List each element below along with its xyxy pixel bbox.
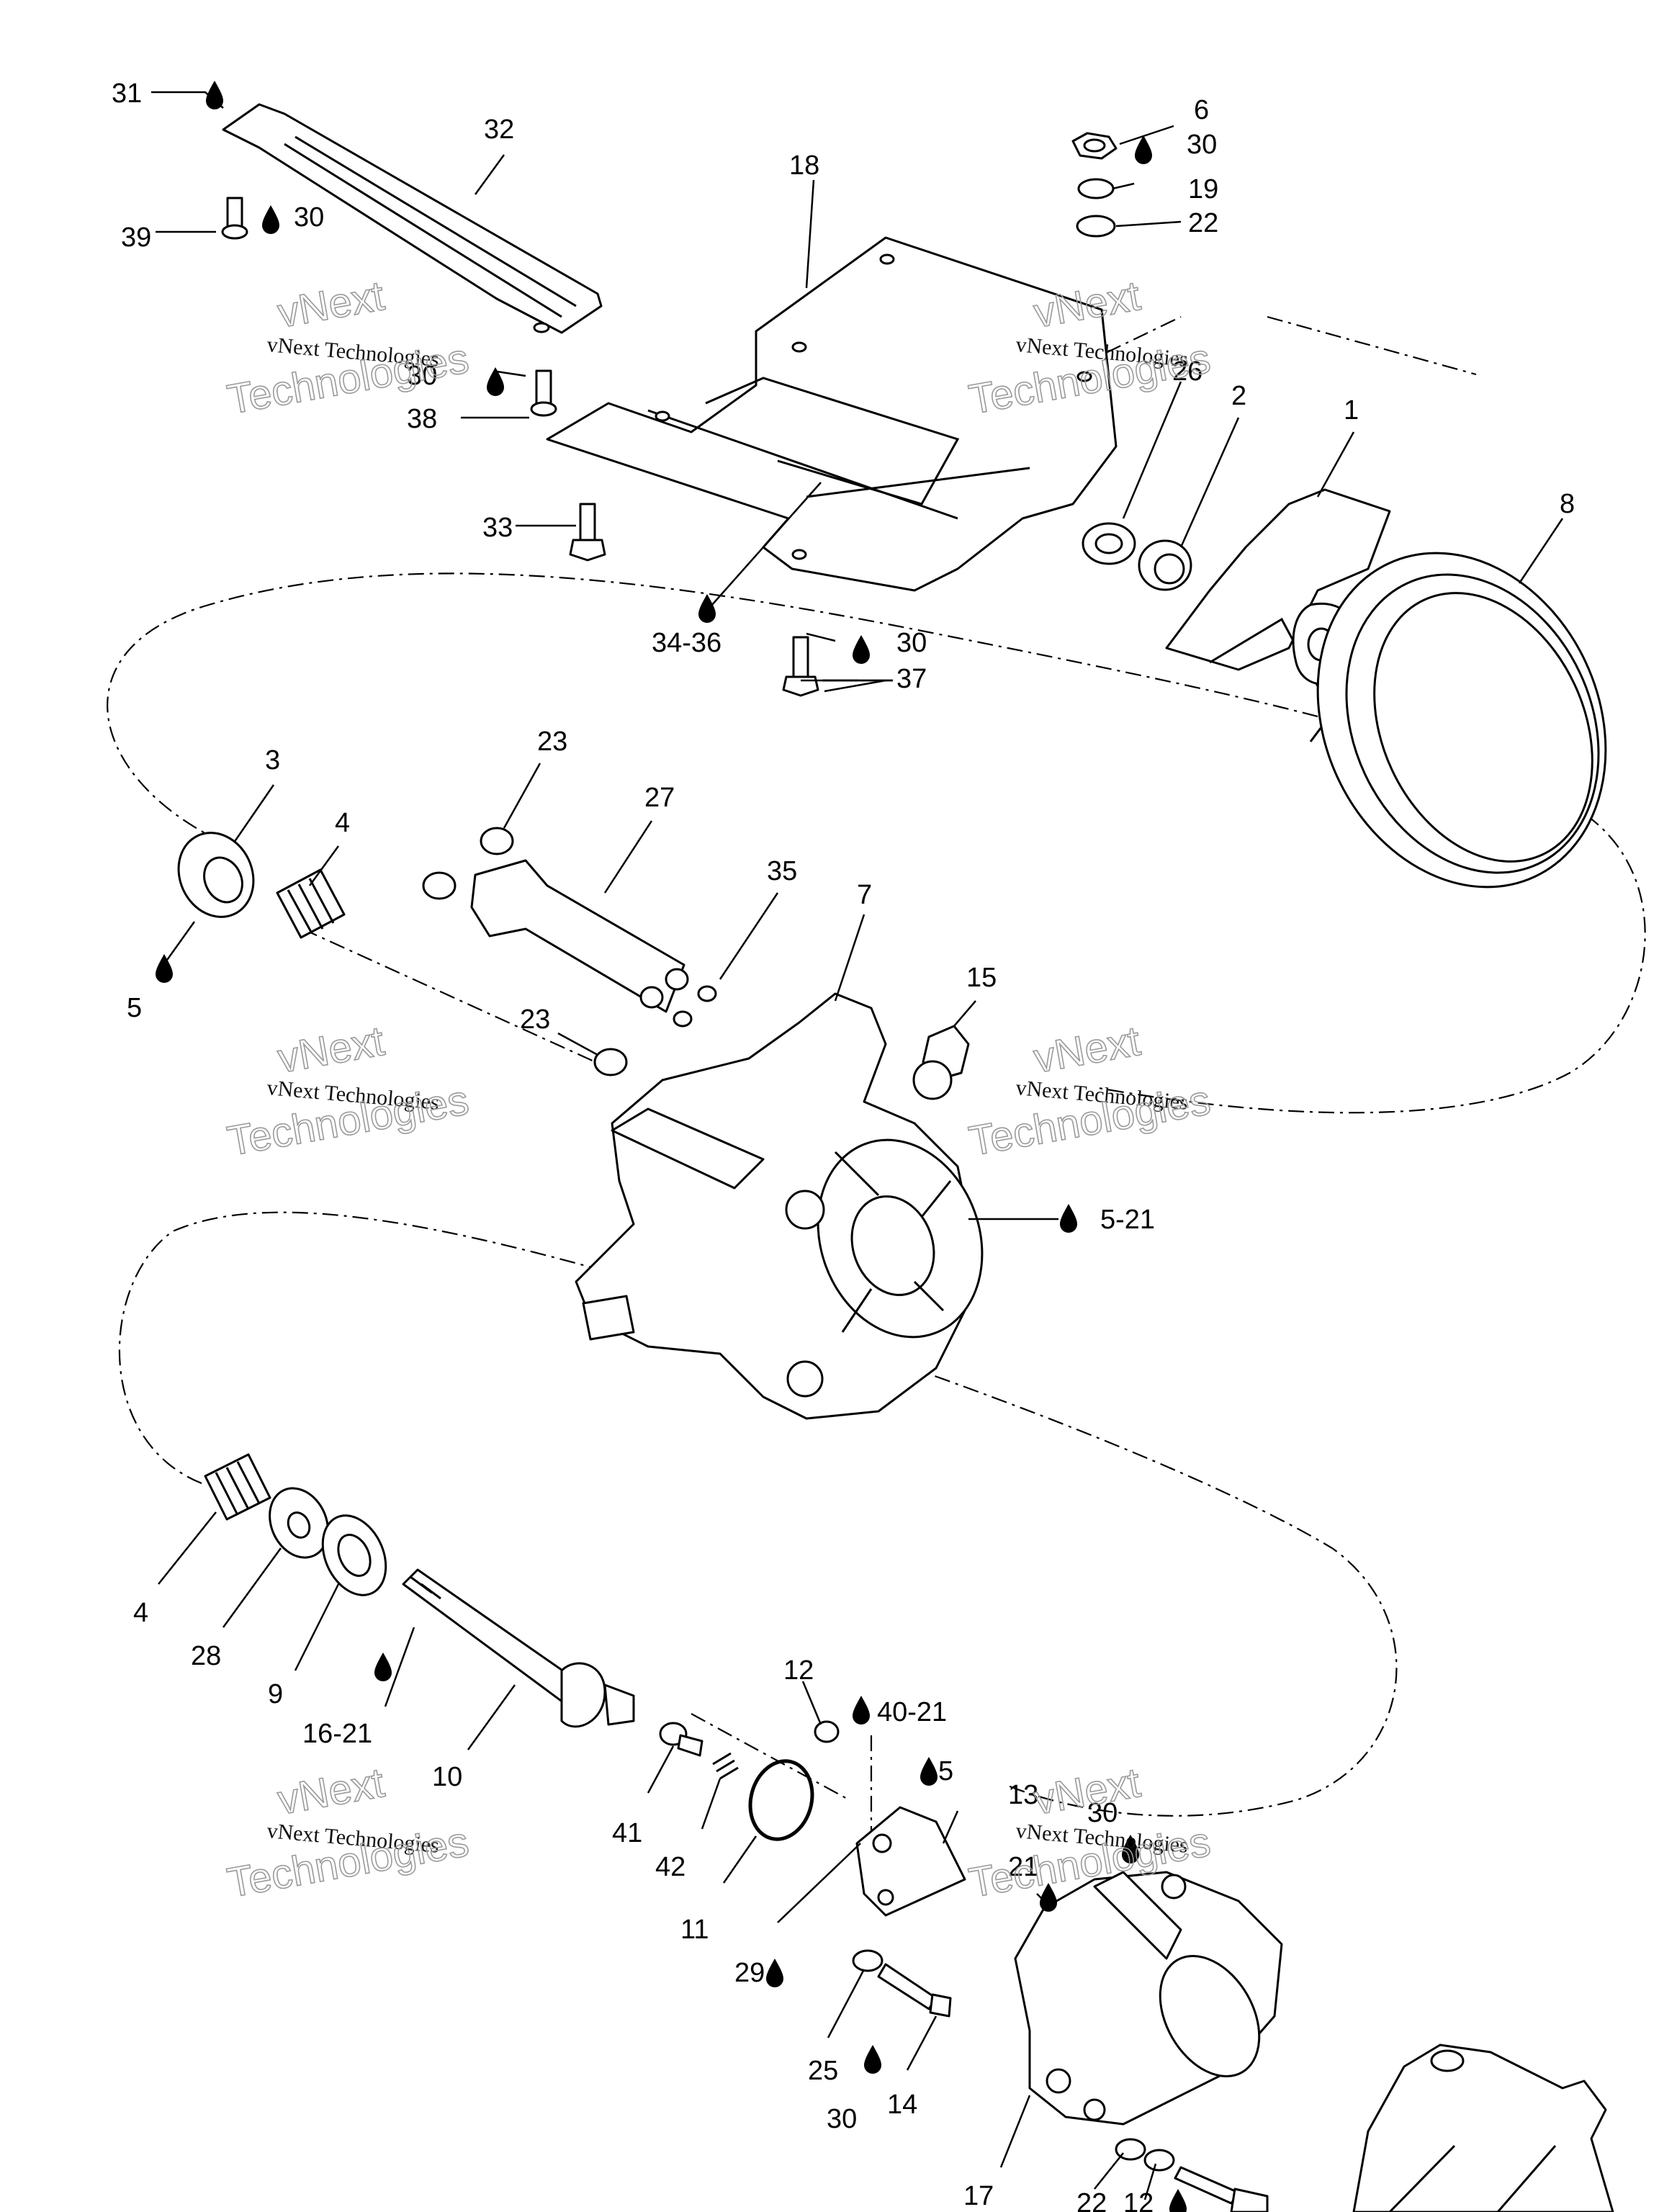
- callout-4: 4: [133, 1598, 148, 1628]
- callout-30: 30: [294, 202, 324, 233]
- callout-30: 30: [1187, 130, 1217, 160]
- part-3-seal: [177, 832, 255, 918]
- part-18-plate: [546, 236, 1118, 592]
- callout-31: 31: [112, 78, 142, 109]
- callout-21: 21: [1008, 1852, 1038, 1882]
- callout-12: 12: [1123, 2188, 1154, 2212]
- callout-38: 38: [407, 404, 437, 434]
- callout-30: 30: [1087, 1798, 1118, 1828]
- part-7-pump-housing: [575, 992, 984, 1420]
- callout-4: 4: [335, 808, 350, 838]
- callout-33: 33: [482, 513, 513, 543]
- part-9-thrust-bearing: [321, 1514, 387, 1596]
- callout-16-21: 16-21: [302, 1719, 372, 1749]
- part-steering-nozzle: [1352, 2044, 1614, 2212]
- part-4-needle-bearing-lower: [204, 1453, 271, 1521]
- callout-14: 14: [887, 2090, 917, 2120]
- callout-3: 3: [265, 745, 280, 775]
- callout-12: 12: [783, 1655, 814, 1686]
- callout-28: 28: [191, 1641, 221, 1671]
- svg-text:vNext: vNext: [1030, 1759, 1143, 1824]
- callout-8: 8: [1560, 489, 1575, 519]
- watermark-mid-right: vNext vNext Technologies Technologies: [965, 1017, 1214, 1165]
- callout-22: 22: [1076, 2188, 1107, 2212]
- callout-30: 30: [896, 628, 927, 658]
- part-17-venturi: [1014, 1871, 1283, 2126]
- watermark-mid-left: vNext vNext Technologies Technologies: [223, 1017, 472, 1165]
- callout-40-21: 40-21: [877, 1697, 947, 1727]
- callout-39: 39: [121, 222, 151, 253]
- callout-23: 23: [520, 1004, 550, 1035]
- part-10-impeller-shaft: [402, 1568, 635, 1728]
- svg-text:vNext: vNext: [1030, 1017, 1143, 1082]
- callout-23: 23: [537, 727, 567, 757]
- part-33-bolt: [569, 503, 606, 562]
- callout-6: 6: [1194, 95, 1209, 125]
- callout-5: 5: [127, 993, 142, 1023]
- callout-7: 7: [857, 880, 872, 910]
- part-8-wear-ring: [1316, 552, 1607, 889]
- lubrication-drops: [156, 81, 1187, 2212]
- callout-11: 11: [680, 1915, 709, 1945]
- leader-lines: [151, 91, 1564, 2200]
- callout-9: 9: [268, 1679, 283, 1709]
- callout-25: 25: [808, 2056, 838, 2086]
- callout-15: 15: [966, 963, 997, 993]
- part-26-bearing: [1082, 522, 1136, 565]
- part-39-screw: [221, 197, 248, 240]
- part-6-nut: [1071, 132, 1118, 160]
- callout-42: 42: [655, 1852, 685, 1882]
- part-27-water-tube: [470, 859, 689, 1013]
- callout-26: 26: [1172, 356, 1202, 387]
- callout-5: 5: [938, 1756, 953, 1786]
- part-13-cover: [855, 1806, 966, 1917]
- watermark-top-left: vNext vNext Technologies Technologies: [223, 271, 472, 423]
- part-bolt-bottom: [1174, 2166, 1269, 2212]
- callout-labels: 31 32 39 30 30 38 33 18 6 30 19 22 26 2 …: [112, 78, 1575, 2212]
- part-41-valve: [659, 1722, 703, 1757]
- part-11-o-ring: [748, 1759, 814, 1841]
- svg-text:vNext: vNext: [274, 1759, 387, 1824]
- callout-29: 29: [734, 1958, 765, 1988]
- part-12-plug-upper: [814, 1720, 840, 1743]
- part-28-washer: [269, 1487, 329, 1559]
- part-4-needle-bearing-upper: [276, 868, 346, 939]
- callout-27: 27: [644, 783, 675, 813]
- part-19-lock-washer: [1077, 178, 1115, 199]
- assembly-loop-upper: [107, 572, 1646, 1114]
- callout-2: 2: [1231, 381, 1246, 411]
- part-32-support-bracket: [222, 103, 603, 334]
- part-2-bushing: [1138, 539, 1192, 591]
- callout-13: 13: [1008, 1780, 1038, 1810]
- part-14-bolt: [877, 1963, 952, 2018]
- callout-32: 32: [484, 114, 514, 145]
- part-37-bolt: [782, 636, 819, 697]
- part-12-washer-bottom: [1143, 2149, 1175, 2172]
- part-23-plug-top: [422, 827, 514, 900]
- callout-22: 22: [1188, 208, 1218, 238]
- callout-37: 37: [896, 664, 927, 694]
- callout-17: 17: [963, 2181, 994, 2211]
- callout-18: 18: [789, 150, 819, 181]
- part-42-spring: [712, 1752, 739, 1780]
- callout-1: 1: [1344, 395, 1359, 426]
- callout-10: 10: [432, 1762, 462, 1792]
- part-23-plug-mid: [593, 1048, 628, 1076]
- callout-41: 41: [612, 1818, 642, 1848]
- callout-5-21: 5-21: [1100, 1205, 1155, 1235]
- callout-19: 19: [1188, 174, 1218, 204]
- part-22-washer: [1076, 215, 1116, 238]
- part-25-washer: [852, 1949, 884, 1972]
- callout-30: 30: [827, 2104, 857, 2134]
- part-38-screw: [530, 369, 557, 417]
- callout-34-36: 34-36: [652, 628, 721, 658]
- callout-30: 30: [407, 361, 437, 391]
- svg-text:vNext: vNext: [274, 1017, 387, 1082]
- svg-text:vNext: vNext: [1030, 272, 1143, 337]
- callout-35: 35: [767, 856, 797, 886]
- part-35-o-rings: [673, 985, 717, 1028]
- svg-text:vNext: vNext: [274, 272, 387, 337]
